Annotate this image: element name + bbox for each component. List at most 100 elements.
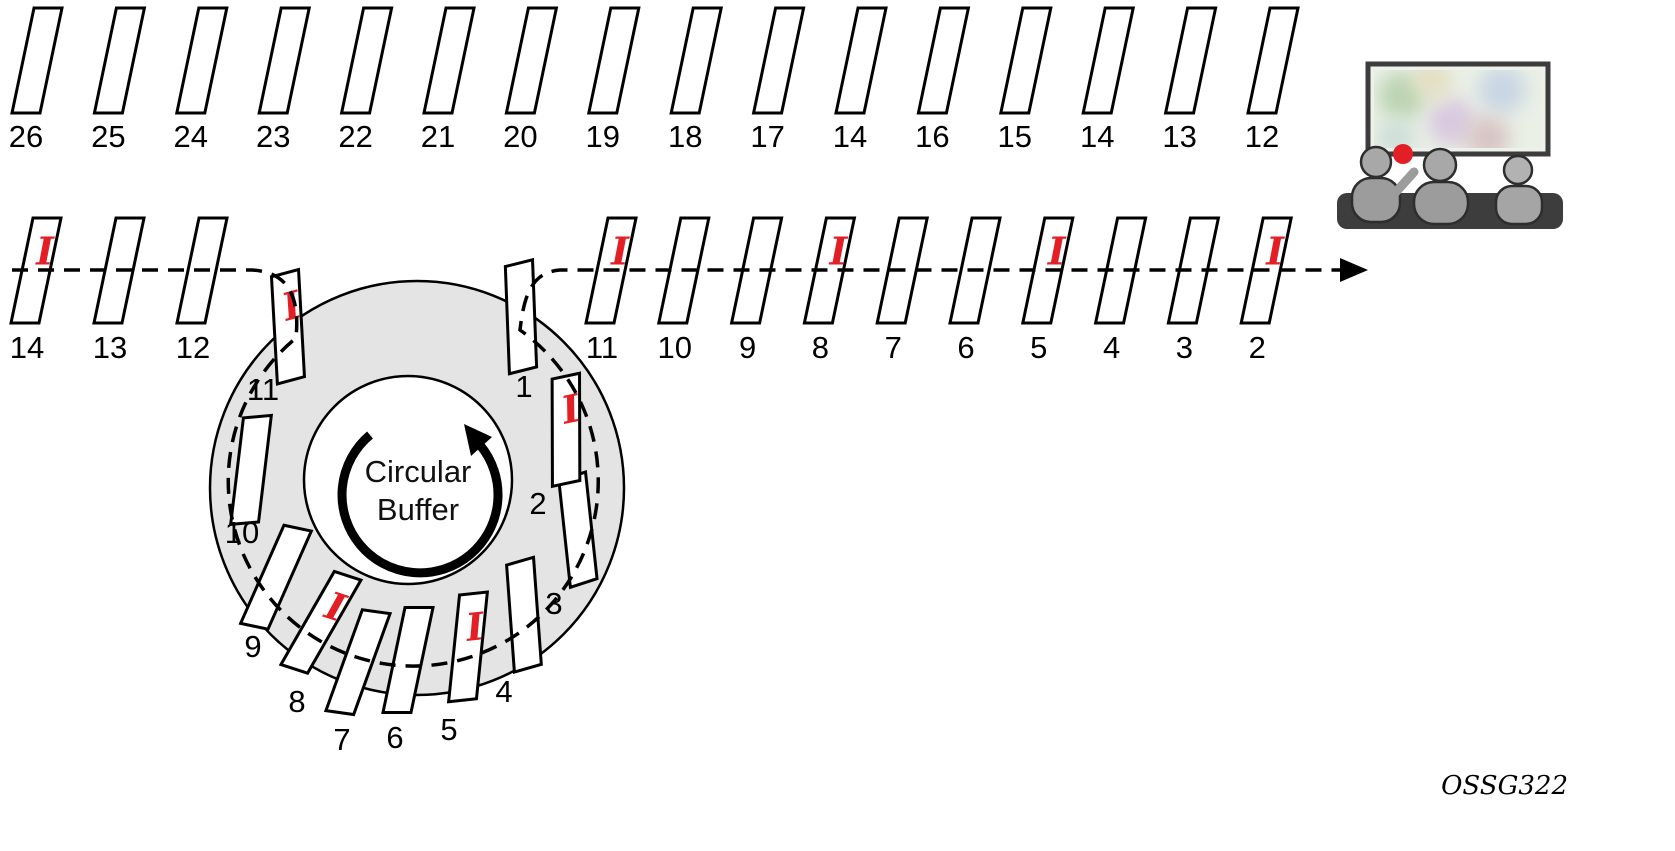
video-frame: I — [446, 590, 490, 704]
viewer-2-body — [1412, 180, 1470, 226]
frame-shape — [998, 6, 1053, 115]
iframe-mark: I — [1047, 229, 1067, 274]
video-frame — [557, 470, 599, 590]
frame-label: 22 — [338, 119, 372, 154]
frame-label: 17 — [750, 119, 784, 154]
iframe-mark: I — [35, 229, 55, 274]
frame-label: 10 — [225, 515, 259, 550]
video-frame — [1163, 6, 1218, 115]
frame-label: 8 — [812, 330, 829, 365]
screen-blob — [1412, 70, 1452, 100]
iframe-mark: I — [1265, 229, 1285, 274]
video-frame: I — [9, 216, 63, 325]
frame-label: 2 — [529, 486, 546, 521]
frame-label: 26 — [9, 119, 43, 154]
frame-label: 12 — [176, 330, 210, 365]
screen-blob — [1466, 116, 1510, 148]
frame-shape — [446, 590, 490, 704]
frame-label: 19 — [586, 119, 620, 154]
frame-shape — [503, 257, 539, 376]
tv-and-viewers — [1337, 61, 1563, 229]
video-frame — [1246, 6, 1300, 115]
frame-label: 5 — [1030, 330, 1047, 365]
frame-label: 3 — [545, 586, 562, 621]
frame-label: 10 — [658, 330, 692, 365]
figure-caption: OSSG322 — [1441, 771, 1568, 801]
video-frame — [916, 6, 971, 115]
frame-label: 9 — [739, 330, 756, 365]
frame-shape — [228, 413, 274, 527]
frame-label: 4 — [1103, 330, 1120, 365]
frame-shape — [174, 6, 229, 115]
frame-shape — [278, 569, 364, 675]
frame-label: 11 — [586, 330, 618, 365]
frame-label: 12 — [1245, 119, 1279, 154]
screen-blob — [1428, 98, 1476, 146]
video-frame — [505, 555, 543, 675]
frame-shape — [834, 6, 888, 115]
frame-shape — [557, 470, 599, 590]
iframe-mark: I — [610, 229, 630, 274]
frame-label: 24 — [174, 119, 208, 154]
frame-shape — [729, 216, 784, 325]
screen-blob — [1478, 70, 1526, 114]
frame-label: 20 — [503, 119, 537, 154]
frame-label: 7 — [885, 330, 902, 365]
video-frame — [174, 6, 229, 115]
frame-shape — [422, 6, 476, 115]
frame-shape — [751, 6, 806, 115]
frame-label: 6 — [957, 330, 974, 365]
video-frame — [729, 216, 784, 325]
frame-shape — [916, 6, 971, 115]
stream-dashed-path — [12, 268, 1340, 668]
video-frame — [1081, 6, 1136, 115]
video-frame — [10, 6, 64, 115]
frame-shape — [586, 6, 641, 115]
video-frame — [586, 6, 641, 115]
circular-buffer: Circular Buffer — [208, 279, 626, 697]
video-frame — [998, 6, 1053, 115]
video-frame — [339, 6, 394, 115]
frame-label: 5 — [440, 712, 457, 747]
rotation-arrow-head — [464, 424, 492, 456]
screen-blob — [1376, 118, 1416, 148]
frame-shape — [1163, 6, 1218, 115]
frame-label: 8 — [288, 684, 305, 719]
video-frame — [238, 523, 314, 631]
video-frame — [834, 6, 888, 115]
frame-shape — [381, 606, 435, 714]
frame-label: 11 — [247, 372, 279, 407]
video-frame — [422, 6, 476, 115]
video-frame — [381, 606, 435, 714]
frame-shape — [257, 6, 312, 115]
frame-label: 15 — [998, 119, 1032, 154]
frame-shape — [802, 216, 857, 325]
frame-shape — [669, 6, 724, 115]
frame-label: 6 — [386, 720, 403, 755]
frame-label: 3 — [1176, 330, 1193, 365]
frame-shape — [1081, 6, 1136, 115]
iframe-mark: I — [829, 229, 849, 274]
frame-shape — [339, 6, 394, 115]
buffer-label-line2: Buffer — [377, 492, 459, 527]
frame-label: 25 — [91, 119, 125, 154]
video-frame: I — [550, 371, 585, 489]
frame-shape — [504, 6, 559, 115]
frame-label: 9 — [244, 629, 261, 664]
video-frame — [228, 413, 274, 527]
rotation-arrow — [337, 431, 503, 578]
video-frame — [257, 6, 312, 115]
frame-shape — [238, 523, 314, 631]
frame-shape — [10, 6, 64, 115]
frame-label: 21 — [421, 119, 455, 154]
video-frame — [323, 608, 393, 717]
video-frame — [1166, 216, 1221, 325]
frame-shape — [1246, 6, 1300, 115]
viewer-2-head — [1422, 147, 1458, 183]
viewer-1-arm — [1391, 167, 1419, 197]
future-frames-row — [10, 6, 1300, 115]
